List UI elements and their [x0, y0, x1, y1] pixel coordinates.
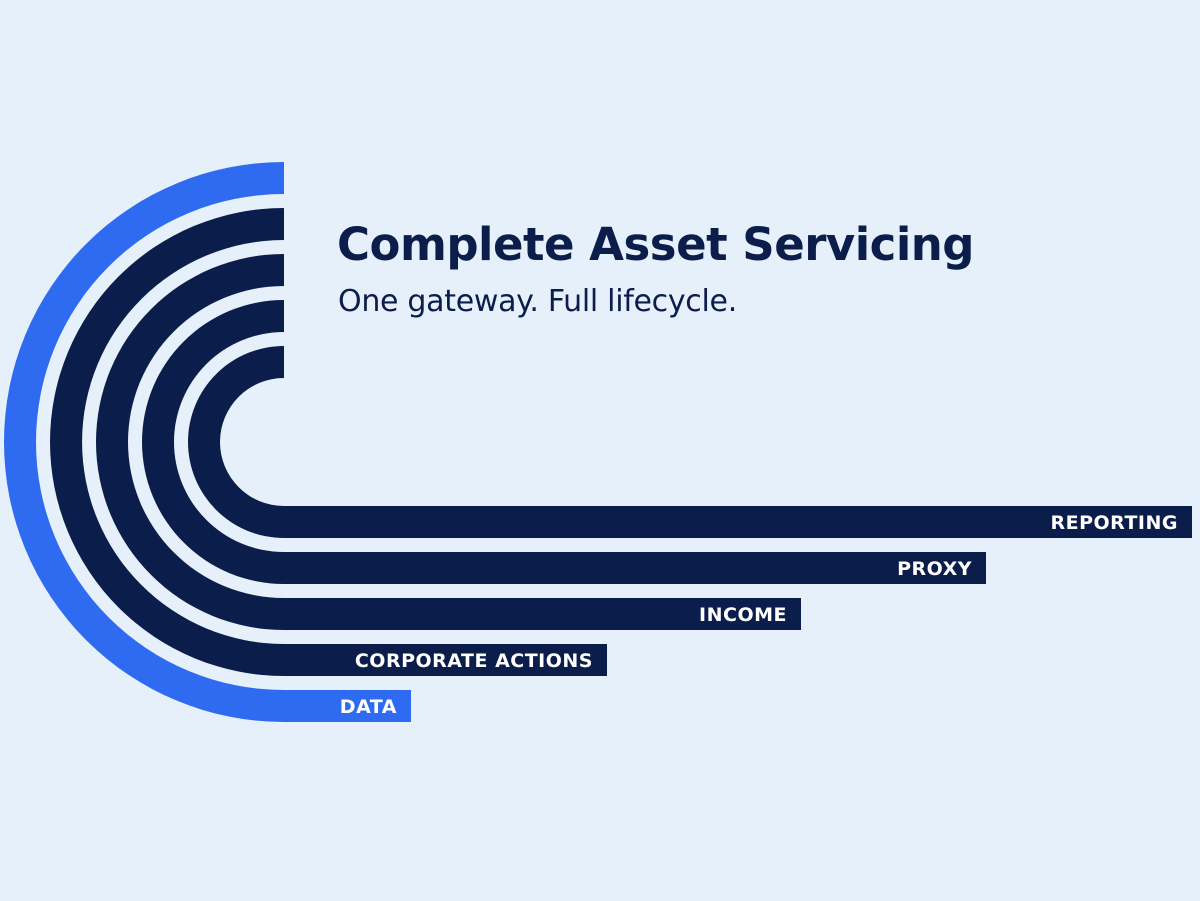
- band-reporting: REPORTING: [188, 346, 1192, 538]
- band-label-income: INCOME: [699, 604, 787, 626]
- band-label-reporting: REPORTING: [1051, 512, 1179, 534]
- page-subtitle: One gateway. Full lifecycle.: [338, 284, 737, 319]
- band-shape-reporting: [188, 346, 1192, 538]
- band-shape-proxy: [142, 300, 986, 584]
- band-corporate-actions: CORPORATE ACTIONS: [50, 208, 607, 676]
- band-label-proxy: PROXY: [897, 558, 972, 580]
- band-label-data: DATA: [340, 696, 397, 718]
- band-label-corporate-actions: CORPORATE ACTIONS: [355, 650, 593, 672]
- page-title: Complete Asset Servicing: [337, 218, 975, 271]
- band-proxy: PROXY: [142, 300, 986, 584]
- band-data: DATA: [4, 162, 411, 722]
- band-income: INCOME: [96, 254, 801, 630]
